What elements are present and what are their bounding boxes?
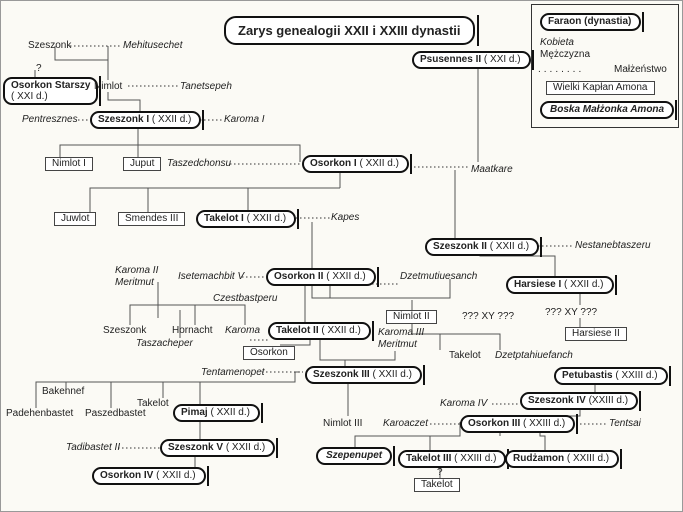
person-tadibastet-ii: Tadibastet II <box>66 442 121 453</box>
person-tentamenopet: Tentamenopet <box>201 367 265 378</box>
priest-harsiese-ii: Harsiese II <box>565 327 627 341</box>
legend-man: Mężczyzna <box>540 49 591 60</box>
descent-line <box>311 282 331 299</box>
pharaoh-psusennes-ii: Psusennes II ( XXI d.) <box>412 50 534 70</box>
unknown-mark: ? <box>36 63 42 74</box>
legend: Faraon (dynastia) Kobieta Mężczyzna ....… <box>531 4 679 128</box>
person-tentsai: Tentsai <box>609 418 641 429</box>
descent-line <box>345 351 396 361</box>
wife-szepenupet: Szepenupet <box>316 446 396 466</box>
descent-line <box>247 187 340 210</box>
descent-line <box>411 322 441 350</box>
person-nimlot: Nimlot <box>94 81 123 92</box>
person-tanetsepeh: Tanetsepeh <box>180 81 232 92</box>
person-karoma: Karoma <box>225 325 261 336</box>
pharaoh-osorkon-ii: Osorkon II ( XXII d.) <box>266 267 379 287</box>
unknown-xy-1: ??? XY ??? <box>545 307 598 318</box>
pharaoh-rudzamon: Rudżamon ( XXIII d.) <box>505 449 623 469</box>
unknown-mark-2: ? <box>437 467 443 478</box>
descent-line <box>59 126 139 157</box>
page-title: Zarys genealogii XXII i XXIII dynastii <box>224 15 479 46</box>
person-karoma-iii: Karoma III <box>378 327 425 338</box>
person-nestanebtaszeru: Nestanebtaszeru <box>575 240 651 251</box>
descent-line <box>330 279 451 299</box>
pharaoh-szeszonk-v: Szeszonk V ( XXII d.) <box>160 438 279 458</box>
person-karoma-i: Karoma I <box>224 114 265 125</box>
pharaoh-osorkon-starszy: Osorkon Starszy ( XXI d.) <box>3 76 102 106</box>
pharaoh-osorkon-iii: Osorkon III ( XXIII d.) <box>460 414 579 434</box>
pharaoh-takelot-ii: Takelot II ( XXII d.) <box>268 321 374 341</box>
person-meritmut: Meritmut <box>115 277 154 288</box>
dynasty: ( XXI d.) <box>11 91 48 102</box>
pharaoh-petubastis: Petubastis ( XXIII d.) <box>554 366 671 386</box>
person-takelot-c: Takelot <box>137 398 169 409</box>
descent-line <box>319 337 346 366</box>
person-taszacheper: Taszacheper <box>136 338 193 349</box>
priest-nimlot-i: Nimlot I <box>45 157 93 171</box>
person-hornacht: Hornacht <box>172 325 213 336</box>
person-pentresznes: Pentresznes <box>22 114 78 125</box>
descent-line <box>158 304 246 325</box>
descent-line <box>440 333 501 350</box>
person-paszedbastet: Paszedbastet <box>85 408 146 419</box>
person-karoma-iv: Karoma IV <box>440 398 488 409</box>
name: Osorkon Starszy <box>11 80 91 91</box>
person-karoaczet: Karoaczet <box>383 418 429 429</box>
legend-wife: Boska Małżonka Amona <box>540 100 678 120</box>
priest-nimlot-ii: Nimlot II <box>386 310 437 324</box>
pharaoh-szeszonk-iv: Szeszonk IV (XXIII d.) <box>520 391 642 411</box>
person-kapes: Kapes <box>331 212 360 223</box>
person-padehenbastet: Padehenbastet <box>6 408 74 419</box>
legend-marriage: Małżeństwo <box>614 64 667 75</box>
person-karoma-ii: Karoma II <box>115 265 159 276</box>
person-nimlot-iii: Nimlot III <box>323 418 363 429</box>
descent-line <box>129 304 158 325</box>
person-meritmut-2: Meritmut <box>378 339 417 350</box>
priest-smendes-iii: Smendes III <box>118 212 186 226</box>
person-mehitusechet: Mehitusechet <box>123 40 183 51</box>
priest-juwlot: Juwlot <box>54 212 97 226</box>
priest-takelot: Takelot <box>414 478 460 492</box>
descent-line <box>65 381 295 394</box>
person-dzetmutiuesanch: Dzetmutiuesanch <box>400 271 478 282</box>
unknown-xy-2: ??? XY ??? <box>462 311 515 322</box>
pharaoh-szeszonk-i: Szeszonk I ( XXII d.) <box>90 110 205 130</box>
pharaoh-harsiese-i: Harsiese I ( XXII d.) <box>506 275 616 295</box>
person-szeszonk: Szeszonk <box>28 40 72 51</box>
descent-line <box>138 144 301 162</box>
descent-line <box>107 92 141 111</box>
pharaoh-osorkon-i: Osorkon I ( XXII d.) <box>302 154 412 174</box>
descent-line <box>354 422 461 447</box>
legend-woman: Kobieta <box>540 37 574 48</box>
person-maatkare: Maatkare <box>471 164 513 175</box>
priest-juput: Juput <box>123 157 162 171</box>
descent-line <box>429 435 460 450</box>
pharaoh-takelot-i: Takelot I ( XXII d.) <box>196 209 300 229</box>
descent-line <box>89 187 248 212</box>
descent-line <box>158 304 196 325</box>
person-taszedchonsu: Taszedchonsu <box>167 158 232 169</box>
descent-line <box>147 187 248 212</box>
legend-priest: Wielki Kapłan Amona <box>546 81 655 95</box>
legend-marriage-dots: ........ <box>538 64 585 75</box>
priest-osorkon: Osorkon <box>243 346 295 360</box>
descent-line <box>54 46 109 61</box>
descent-line <box>162 381 295 398</box>
pharaoh-szeszonk-ii: Szeszonk II ( XXII d.) <box>425 237 543 257</box>
person-bakennef: Bakennef <box>42 386 85 397</box>
pharaoh-szeszonk-iii: Szeszonk III ( XXII d.) <box>305 365 425 385</box>
person-isetemachbit-v: Isetemachbit V <box>178 271 245 282</box>
descent-line <box>199 381 295 404</box>
legend-pharaoh: Faraon (dynastia) <box>540 12 645 32</box>
person-dzetptahiuefanch: Dzetptahiuefanch <box>495 350 573 361</box>
pharaoh-pimaj: Pimaj ( XXII d.) <box>173 403 263 423</box>
pharaoh-takelot-iii: Takelot III ( XXIII d.) <box>398 449 510 469</box>
person-szeszonk-b: Szeszonk <box>103 325 147 336</box>
person-czestbastperu: Czestbastperu <box>213 293 278 304</box>
pharaoh-osorkon-iv: Osorkon IV ( XXII d.) <box>92 466 209 486</box>
person-takelot-b: Takelot <box>449 350 481 361</box>
